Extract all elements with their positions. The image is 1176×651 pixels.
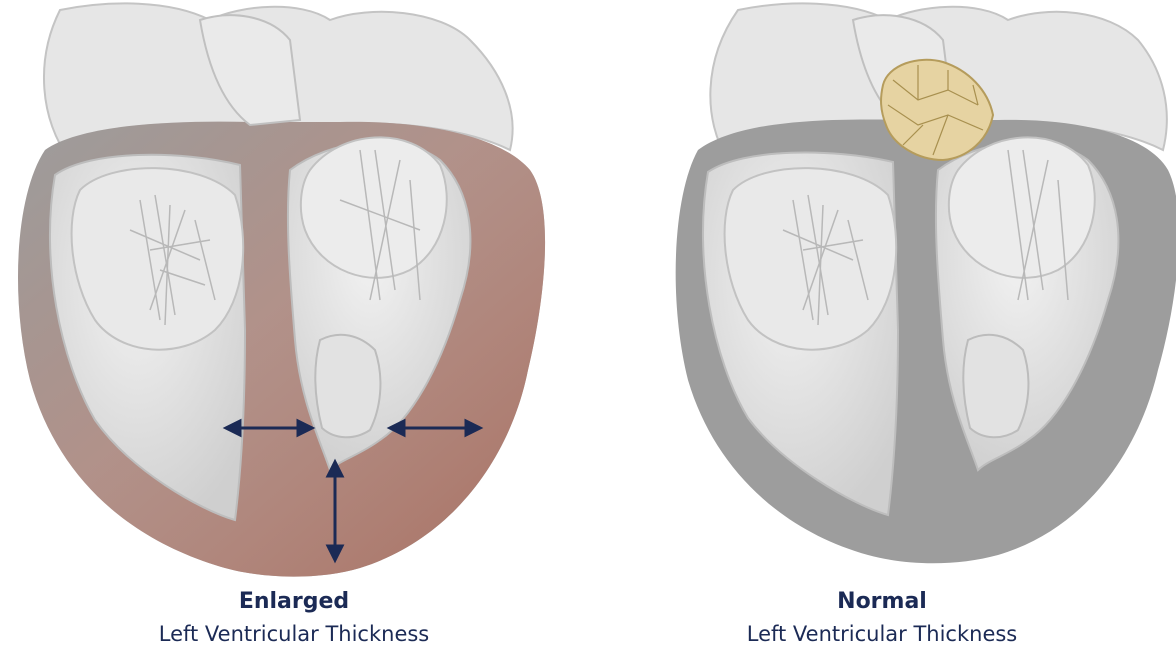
enlarged-heart-illustration [0,0,588,651]
enlarged-title: Enlarged [0,588,588,616]
enlarged-subtitle: Left Ventricular Thickness [0,620,588,648]
normal-heart-panel: Normal Left Ventricular Thickness [588,0,1176,651]
papillary-muscle [315,335,380,437]
right-atrium [725,168,897,350]
right-atrium [72,168,244,350]
normal-title: Normal [588,588,1176,616]
normal-heart-illustration [588,0,1176,651]
normal-subtitle: Left Ventricular Thickness [588,620,1176,648]
papillary-muscle [963,335,1028,437]
enlarged-heart-panel: Enlarged Left Ventricular Thickness [0,0,588,651]
